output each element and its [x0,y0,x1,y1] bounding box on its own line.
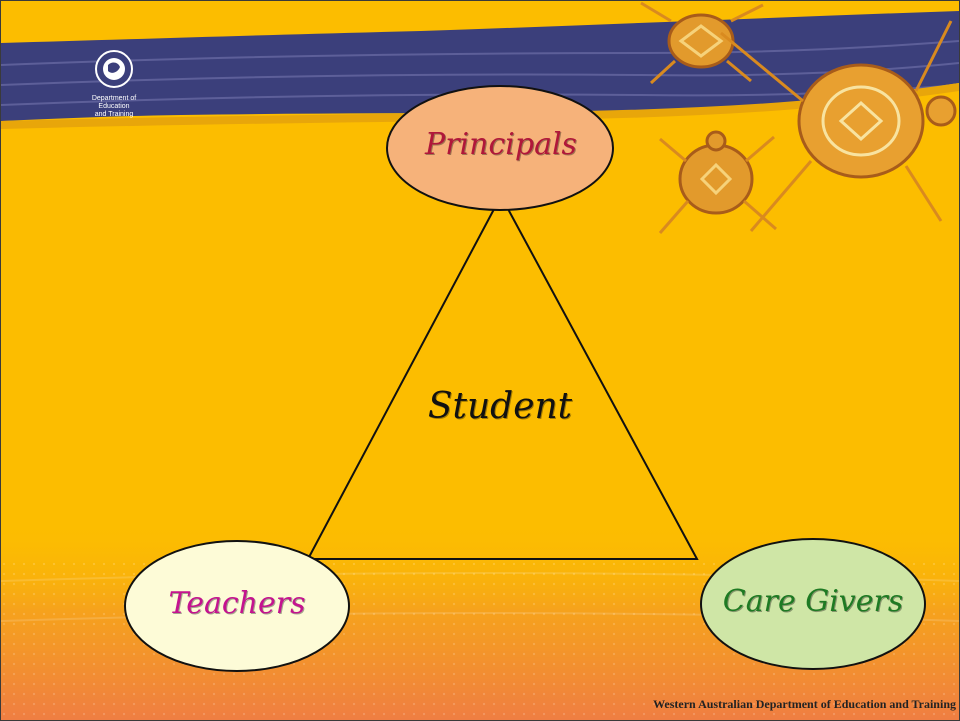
principals-label: Principals [425,127,577,162]
footer-text: Western Australian Department of Educati… [653,697,956,711]
logo-caption: Department of Education and Training [91,95,137,118]
turtle-art [640,1,957,234]
department-logo: Department of Education and Training [79,49,149,119]
care-givers-label: Care Givers [722,584,904,619]
node-care-givers [700,538,926,670]
student-label: Student [427,386,573,427]
teachers-label: Teachers [168,586,306,621]
node-principals [386,85,614,211]
node-teachers [124,540,350,672]
government-seal-icon [95,50,133,88]
diagram-triangle [306,193,699,560]
